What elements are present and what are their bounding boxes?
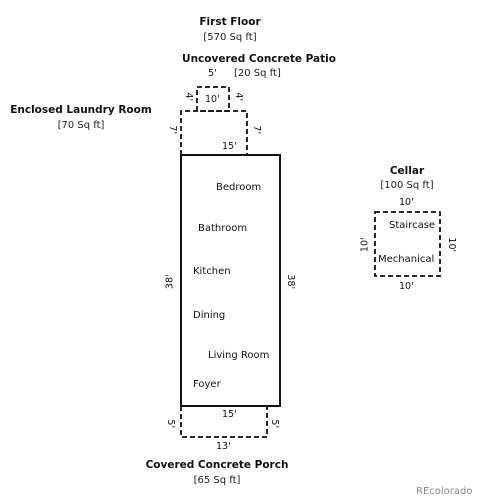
room-label: Foyer [193,379,221,390]
patio-dim-left: 4' [183,92,195,102]
cellar-title: Cellar [389,165,425,177]
first-floor-title: First Floor [199,16,261,28]
laundry-dim-right: 7' [251,125,263,135]
porch-dim-bottom: 13' [216,441,231,452]
main-dim-right: 38' [285,274,297,290]
laundry-area: [70 Sq ft] [57,120,105,131]
first-floor-area: [570 Sq ft] [203,32,257,43]
room-label: Bedroom [216,182,262,193]
porch-outline [180,406,268,438]
porch-area: [65 Sq ft] [193,475,241,486]
cellar-dim-bottom: 10' [399,281,414,292]
room-label: Dining [193,310,226,321]
cellar-dim-left: 10' [359,237,371,253]
cellar-dim-right: 10' [446,237,458,253]
watermark: REcolorado [416,486,473,497]
porch-title: Covered Concrete Porch [145,459,289,471]
laundry-title: Enclosed Laundry Room [10,104,152,116]
room-label: Living Room [208,350,270,361]
room-label: Kitchen [193,266,231,277]
main-dim-left: 38' [164,274,176,290]
cellar-area: [100 Sq ft] [380,180,434,191]
patio-dim-top: 5' [208,68,217,79]
room-label: Bathroom [198,223,248,234]
patio-dim-right: 4' [233,92,245,102]
cellar-dim-top: 10' [399,197,414,208]
laundry-dim-bottom: 15' [222,141,237,152]
laundry-dim-left: 7' [167,125,179,135]
main-house-outline [180,154,281,407]
porch-dim-top: 15' [222,409,237,420]
porch-dim-left: 5' [165,419,177,429]
patio-title: Uncovered Concrete Patio [182,53,336,65]
patio-area: [20 Sq ft] [234,68,281,79]
porch-dim-right: 5' [269,419,281,429]
patio-dim-inner: 10' [205,94,220,105]
laundry-outline [180,110,248,155]
cellar-outline [374,211,441,277]
room-label: Staircase [389,220,436,231]
room-label: Mechanical [378,254,435,265]
